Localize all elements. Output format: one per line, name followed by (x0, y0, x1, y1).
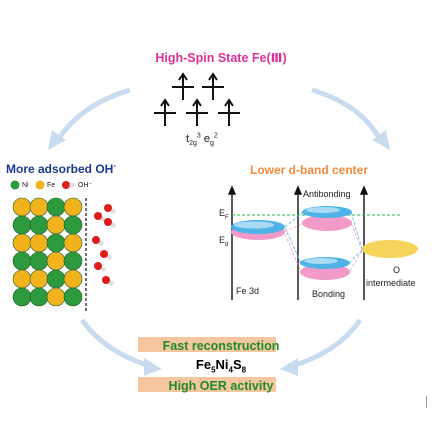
oh-oxygen-atom (92, 236, 100, 244)
arrow-bottom-left (79, 318, 151, 369)
formula-fe-count: 5 (211, 365, 216, 375)
legend-fe-dot (35, 180, 45, 190)
middle-axis-right-arrowhead (359, 185, 369, 195)
high-spin-title: High-Spin State Fe(Ⅲ) (155, 51, 287, 65)
bonding-blue-band-light (304, 258, 338, 264)
highlight-bar-top (138, 337, 276, 352)
link-fe3d-bonding-blue (284, 227, 302, 264)
arrow-top-left (55, 87, 131, 142)
arrow-top-right (311, 87, 383, 142)
legend-fe-label: Fe (47, 182, 56, 189)
intermediate-label: intermediate (366, 278, 416, 288)
fe3d-label: Fe 3d (236, 286, 260, 296)
middle-axis-left-arrowhead (293, 185, 303, 195)
t2g-spin-3 (218, 98, 240, 126)
arrow-bottom-right-head (280, 358, 298, 376)
t2g-symbol: t (186, 133, 190, 145)
ni-fe-lattice (12, 197, 83, 307)
oh-hydrogen-atom (98, 240, 104, 246)
ef-symbol: E (219, 208, 226, 218)
link-o-antibonding-pink (350, 222, 363, 251)
formula-ni-count: 4 (228, 365, 233, 375)
highlight-bar-bottom (138, 377, 276, 392)
oh-hydrogen-atom (100, 266, 106, 272)
left-title-text: More adsorbed OH (6, 162, 114, 176)
oh-oxygen-atom (104, 218, 112, 226)
edge-marker (426, 396, 427, 408)
orbital-occupancy-label: t2g3 eg2 (186, 132, 218, 148)
legend-oh-h-dot (69, 182, 75, 188)
oh-oxygen-atom (94, 212, 102, 220)
link-o-bonding-pink (348, 250, 363, 273)
eg-spin-1 (172, 72, 194, 100)
adsorbed-oh-group (92, 204, 116, 286)
ef-subscript: F (225, 214, 229, 221)
oh-oxygen-atom (102, 276, 110, 284)
oh-oxygen-atom (94, 262, 102, 270)
d-band-center-label: Ed (219, 235, 229, 248)
t2g-superscript: 3 (196, 132, 201, 140)
fe3d-blue-band-light (234, 221, 274, 229)
high-oer-activity-text: High OER activity (168, 379, 274, 393)
o-label: O (393, 265, 401, 275)
link-fe3d-antibonding-pink (284, 222, 304, 233)
left-title-sup: - (113, 161, 117, 170)
link-fe3d-bonding-pink (284, 233, 302, 273)
legend-oh-o-dot (62, 181, 70, 189)
arrow-bottom-right (291, 318, 363, 369)
oh-hydrogen-atom (108, 280, 114, 286)
link-o-antibonding-blue (350, 211, 363, 250)
antibonding-label: Antibonding (303, 189, 351, 199)
o-intermediate-band (362, 240, 418, 258)
t2g-spin-1 (154, 98, 176, 126)
oh-oxygen-atom (100, 250, 108, 258)
eg-spin-2 (202, 72, 224, 100)
oh-hydrogen-atom (110, 222, 116, 228)
antibonding-pink-band (302, 215, 352, 231)
oh-hydrogen-atom (110, 208, 116, 214)
ed-symbol: E (219, 235, 226, 245)
bonding-label: Bonding (312, 289, 346, 299)
antibonding-blue-band-light (306, 207, 340, 213)
t2g-spin-2 (186, 98, 208, 126)
oh-hydrogen-atom (100, 216, 106, 222)
right-panel-title: Lower d-band center (250, 163, 369, 177)
eg-subscript: g (209, 140, 214, 148)
formula-ni: Ni (215, 357, 229, 372)
fast-reconstruction-text: Fast reconstruction (162, 339, 280, 353)
arrow-top-left-head (48, 130, 66, 150)
legend-oh-label: OH⁻ (78, 182, 93, 189)
fe3d-axis-arrowhead (227, 185, 237, 195)
left-panel-title: More adsorbed OH- (6, 161, 117, 176)
link-fe3d-antibonding-blue (284, 211, 304, 228)
link-o-bonding-blue (348, 249, 363, 264)
ed-subscript: d (225, 241, 229, 248)
lattice-atom (63, 287, 83, 307)
formula-fe: Fe (195, 357, 212, 372)
eg-symbol: e (203, 133, 210, 145)
eg-superscript: 2 (213, 132, 218, 140)
arrow-bottom-left-head (144, 358, 162, 376)
legend-ni-dot (10, 180, 20, 190)
arrow-top-right-head (372, 130, 390, 150)
formula-s: S (232, 357, 242, 372)
formula-fe5ni4s8: Fe5Ni4S8 (0, 357, 442, 375)
fermi-level-label: EF (219, 208, 229, 221)
formula-s-count: 8 (241, 365, 247, 375)
oh-oxygen-atom (104, 204, 112, 212)
legend-ni-label: Ni (22, 182, 29, 189)
t2g-subscript: 2g (189, 140, 197, 148)
oh-hydrogen-atom (106, 254, 112, 260)
